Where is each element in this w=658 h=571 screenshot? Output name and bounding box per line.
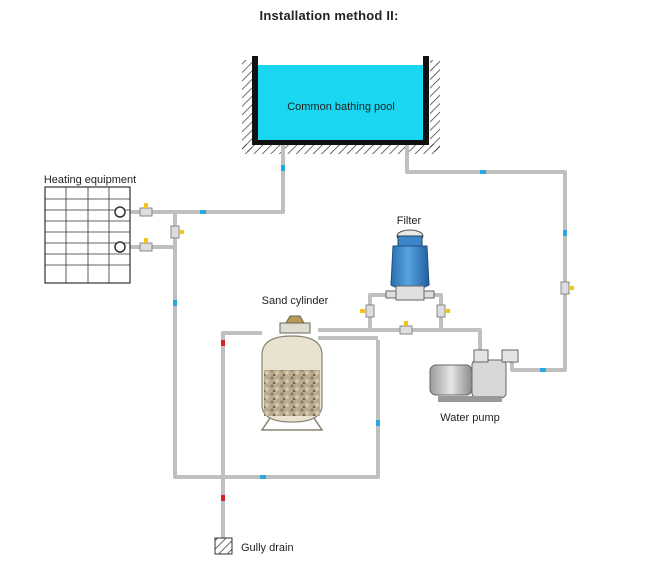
- filter-base: [395, 285, 425, 301]
- flow-marker: [563, 230, 567, 236]
- sand-valve-head: [279, 322, 311, 334]
- pump-housing: [471, 359, 507, 399]
- sand-cylinder: [260, 315, 324, 431]
- water-pump: [429, 349, 519, 402]
- filter: [385, 229, 435, 301]
- pool-water: [258, 65, 423, 142]
- pump-outlet: [473, 349, 489, 363]
- pipe-pool-to-pump: [405, 145, 567, 372]
- filter-cap: [397, 235, 423, 247]
- valves: [139, 203, 574, 335]
- valve: [139, 238, 153, 252]
- heater-outlet: [114, 241, 126, 253]
- heater-inlet: [114, 206, 126, 218]
- pipework: [120, 145, 567, 538]
- pipe-filter-to-sand: [318, 293, 393, 332]
- filter-label: Filter: [397, 215, 422, 227]
- flow-marker: [376, 420, 380, 426]
- pool-hatch-right: [430, 60, 440, 152]
- flow-marker: [540, 368, 546, 372]
- heating-label: Heating equipment: [44, 174, 136, 186]
- pool-wall-left: [252, 56, 258, 144]
- pool: [242, 56, 440, 154]
- valve: [170, 225, 184, 239]
- heating-equipment: [44, 186, 131, 284]
- page-title: Installation method II:: [259, 8, 399, 23]
- pool-wall-right: [423, 56, 429, 144]
- pipe-left-vertical: [173, 212, 380, 479]
- valve: [560, 281, 574, 295]
- filter-port-left: [385, 290, 397, 299]
- sand-valve-knob: [285, 315, 305, 324]
- pipe-sand-to-drain: [221, 331, 262, 538]
- sand-media: [264, 370, 320, 416]
- pool-floor: [252, 140, 429, 145]
- flow-marker: [200, 210, 206, 214]
- pool-label: Common bathing pool: [287, 101, 395, 113]
- valve: [360, 304, 375, 318]
- pump-label: Water pump: [440, 412, 500, 424]
- pipe-pump-to-filter: [428, 293, 482, 358]
- flow-markers: [173, 165, 567, 501]
- pool-hatch-left: [242, 60, 252, 152]
- sand-stand: [260, 417, 324, 431]
- valve: [436, 304, 450, 318]
- flow-marker: [480, 170, 486, 174]
- pump-motor: [429, 364, 473, 396]
- sand-label: Sand cylinder: [262, 295, 329, 307]
- pump-inlet: [501, 349, 519, 363]
- pipe-pool-to-heater: [120, 145, 285, 214]
- gully-drain: [214, 537, 233, 555]
- flow-marker-drain: [221, 495, 225, 501]
- flow-marker-drain: [221, 340, 225, 346]
- heater-body: [44, 186, 131, 284]
- valve: [139, 203, 153, 217]
- drain-label: Gully drain: [241, 542, 294, 554]
- valve: [399, 321, 413, 335]
- pool-hatch-bottom: [242, 144, 440, 154]
- flow-marker: [281, 165, 285, 171]
- pump-base: [438, 396, 502, 402]
- filter-port-right: [423, 290, 435, 299]
- flow-marker: [173, 300, 177, 306]
- flow-marker: [260, 475, 266, 479]
- filter-body: [390, 245, 430, 291]
